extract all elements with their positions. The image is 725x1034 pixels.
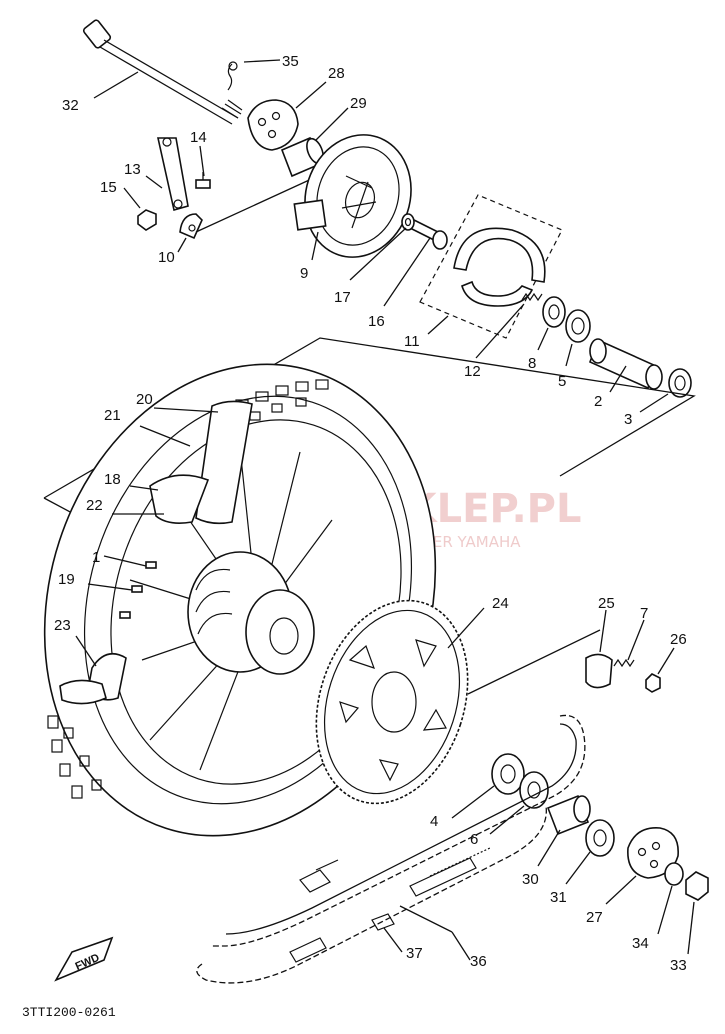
bolt	[195, 172, 211, 189]
callout-5: 5	[558, 373, 566, 390]
callout-29: 29	[350, 95, 367, 112]
washer	[401, 213, 415, 231]
callout-25: 25	[598, 595, 615, 612]
spacer-flange	[668, 368, 692, 398]
callout-15: 15	[100, 179, 117, 196]
lock-washer-small	[664, 862, 684, 886]
rim-lock	[59, 679, 107, 705]
callout-3: 3	[624, 411, 632, 428]
clutch-hub-collar	[546, 794, 591, 836]
callout-30: 30	[522, 871, 539, 888]
plate-washer	[179, 213, 203, 240]
leader-lines	[75, 59, 695, 961]
callout-26: 26	[670, 631, 687, 648]
callout-8: 8	[528, 355, 536, 372]
lock-washer	[585, 653, 613, 689]
brake-spring	[521, 292, 543, 302]
callout-37: 37	[406, 945, 423, 962]
callout-20: 20	[136, 391, 153, 408]
hub-bearing	[491, 753, 525, 795]
drive-sprocket-top	[247, 99, 299, 151]
rim-band	[195, 400, 253, 525]
hub-bolt	[145, 561, 157, 569]
drive-chain	[196, 714, 586, 984]
rear-axle	[82, 19, 243, 125]
callout-18: 18	[104, 471, 121, 488]
callout-19: 19	[58, 571, 75, 588]
callout-10: 10	[158, 249, 175, 266]
callout-4: 4	[430, 813, 438, 830]
rear-sprocket	[315, 599, 469, 805]
callout-6: 6	[470, 831, 478, 848]
rear-wheel	[43, 363, 437, 837]
collar	[280, 136, 324, 178]
drive-nut	[685, 871, 709, 901]
camshaft	[408, 218, 448, 250]
bearing-left	[542, 296, 566, 328]
callout-14: 14	[190, 129, 207, 146]
callout-1: 1	[92, 549, 100, 566]
callout-17: 17	[334, 289, 351, 306]
nut	[137, 209, 157, 231]
tube	[149, 474, 210, 524]
brake-shoe-kit	[419, 194, 563, 339]
callout-16: 16	[368, 313, 385, 330]
stud-bolt	[613, 658, 635, 668]
callout-27: 27	[586, 909, 603, 926]
spoke-set	[119, 611, 131, 619]
callout-24: 24	[492, 595, 509, 612]
drive-sprocket	[627, 827, 679, 879]
spoke-nipple	[131, 585, 143, 593]
callout-9: 9	[300, 265, 308, 282]
cotter-pin	[227, 61, 238, 91]
tension-bar	[157, 137, 189, 212]
spacer	[588, 338, 663, 390]
fwd-arrow-icon: FWD	[54, 936, 114, 982]
callout-31: 31	[550, 889, 567, 906]
callout-35: 35	[282, 53, 299, 70]
sprocket-seal	[585, 819, 615, 857]
callout-2: 2	[594, 393, 602, 410]
callout-labels: 35 28 29 32 14 13 15 10 9 17 16 11 12 8 …	[54, 53, 687, 974]
callout-13: 13	[124, 161, 141, 178]
callout-33: 33	[670, 957, 687, 974]
callout-32: 32	[62, 97, 79, 114]
callout-22: 22	[86, 497, 103, 514]
drawing-code: 3TTI200-0261	[22, 1005, 116, 1020]
callout-34: 34	[632, 935, 649, 952]
callout-28: 28	[328, 65, 345, 82]
callout-21: 21	[104, 407, 121, 424]
callout-36: 36	[470, 953, 487, 970]
callout-12: 12	[464, 363, 481, 380]
callout-11: 11	[404, 333, 420, 350]
sprocket-nut	[645, 673, 661, 693]
callout-7: 7	[640, 605, 648, 622]
oil-seal	[565, 309, 591, 343]
brake-shoe-plate	[293, 134, 412, 258]
tire-tread-bottom	[47, 715, 102, 799]
callout-23: 23	[54, 617, 71, 634]
